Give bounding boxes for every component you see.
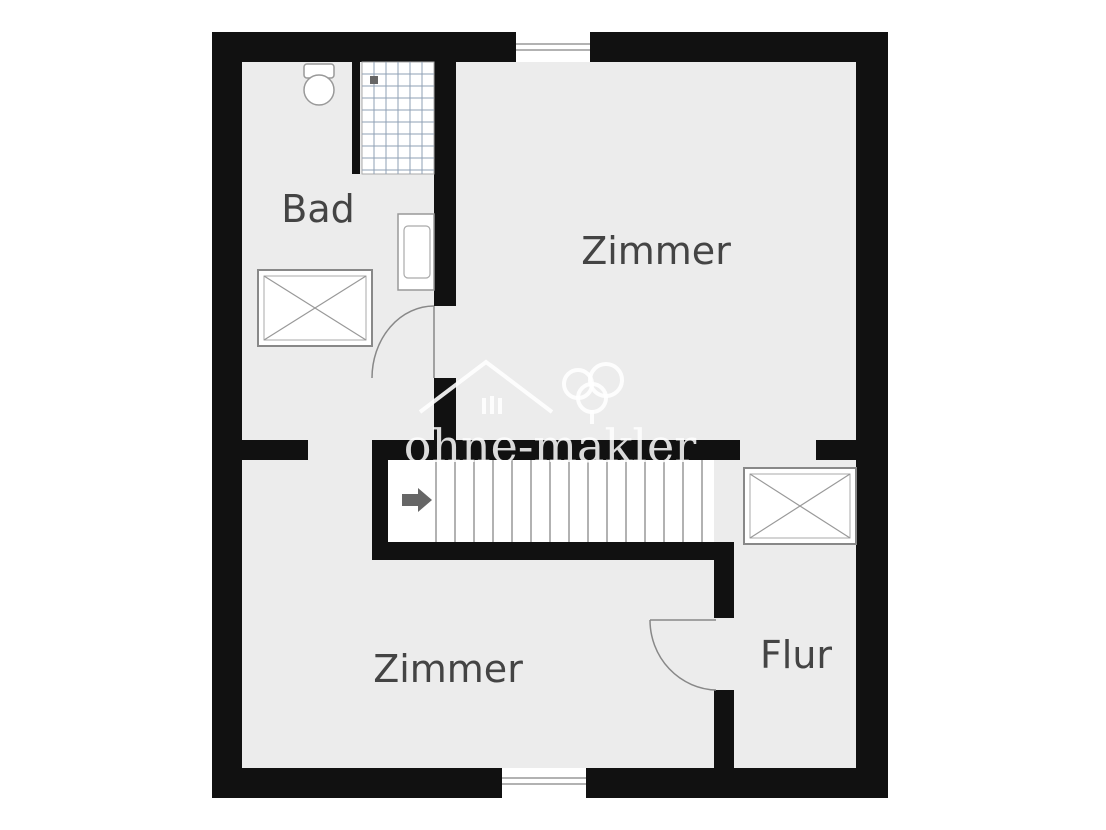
- house-icon: [418, 359, 554, 414]
- room-label-flur: Flur: [760, 633, 832, 677]
- shower: [361, 61, 435, 175]
- room-label-bad: Bad: [281, 187, 354, 231]
- sink-icon: [397, 213, 435, 291]
- wall-flur-upper: [714, 542, 734, 618]
- watermark-logo: [418, 359, 624, 424]
- skylight-bad-icon: [257, 269, 373, 347]
- staircase: [388, 460, 714, 542]
- toilet-icon: [303, 63, 335, 106]
- wall-flur-lower: [714, 690, 734, 768]
- room-label-zimmer-top: Zimmer: [581, 229, 731, 273]
- shower-drain-icon: [370, 76, 378, 84]
- wall-stair-bottom: [372, 542, 734, 560]
- window-top: [516, 32, 590, 62]
- wall-horizontal-right: [816, 440, 856, 460]
- wall-stair-left: [372, 440, 388, 560]
- stair-direction-arrow-icon: [402, 488, 432, 512]
- door-flur-icon: [649, 619, 717, 691]
- door-bad-icon: [371, 305, 435, 379]
- wall-horizontal-left: [242, 440, 308, 460]
- skylight-flur-icon: [743, 467, 857, 545]
- floor-area: [242, 62, 856, 768]
- wall-horizontal-mid: [372, 440, 740, 460]
- tree-icon: [562, 362, 624, 424]
- window-bottom: [502, 768, 586, 798]
- room-label-zimmer-bottom: Zimmer: [373, 647, 523, 691]
- wall-bad-zimmer: [434, 62, 456, 306]
- wall-shower: [352, 62, 360, 174]
- watermark-text: ohne-makler: [404, 419, 697, 473]
